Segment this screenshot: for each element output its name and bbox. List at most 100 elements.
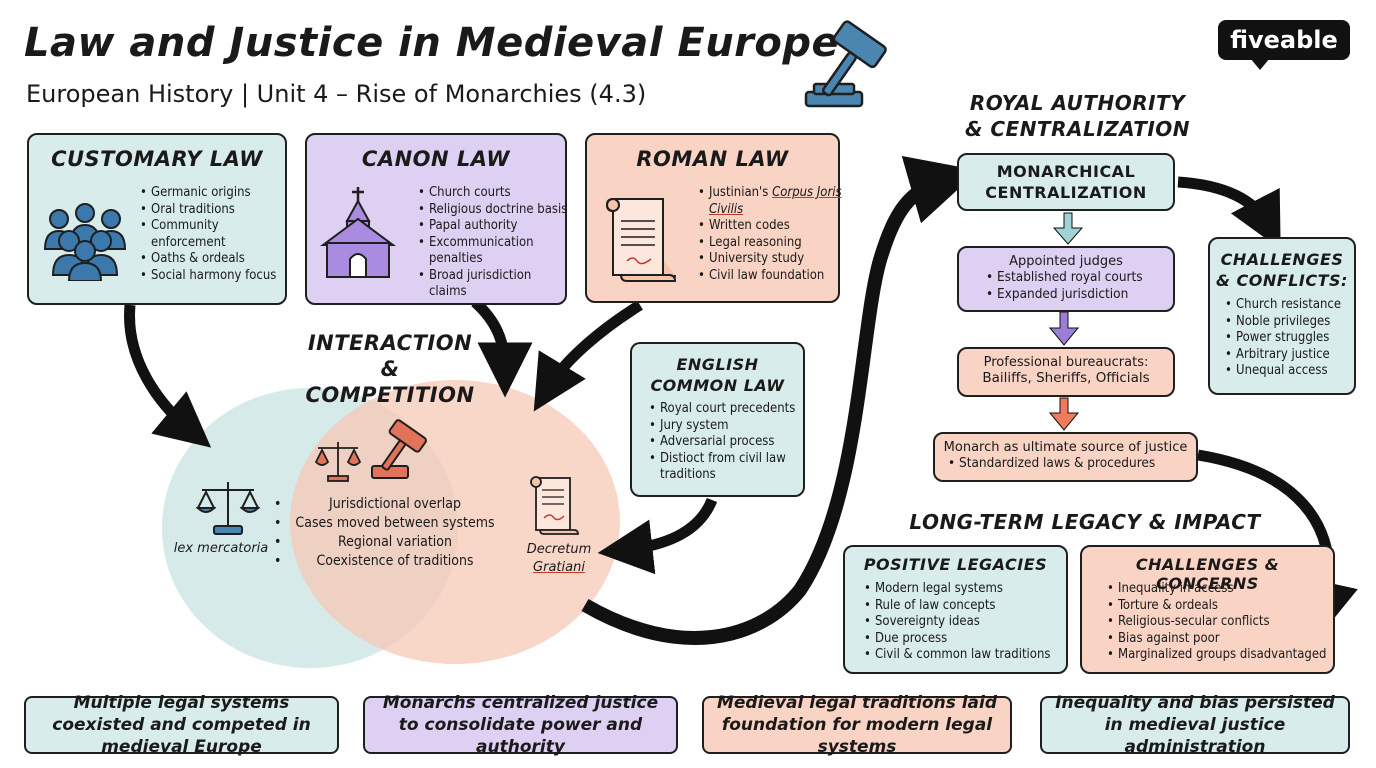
gavel-icon xyxy=(804,20,887,108)
canon-law-title: Canon Law xyxy=(361,147,511,171)
list-item: Jury system xyxy=(649,418,815,435)
list-item: Legal reasoning xyxy=(698,235,849,252)
list-item: Torture & ordeals xyxy=(1107,598,1348,615)
challenges-title-line2: & Conflicts: xyxy=(1216,271,1348,290)
monarchical-centralization-box: Monarchical Centralization xyxy=(957,153,1175,211)
step2-line1: Professional bureaucrats: xyxy=(983,355,1149,370)
list-item: Inequality in access xyxy=(1107,581,1348,598)
list-item: Noble privileges xyxy=(1225,314,1368,331)
positive-legacies-box: Positive Legacies Modern legal systems R… xyxy=(843,545,1068,674)
arrow-down-purple xyxy=(1048,311,1080,346)
list-item: Expanded jurisdiction xyxy=(986,286,1173,303)
arrow-roman-to-venn xyxy=(533,300,643,412)
english-common-law-title: English Common Law xyxy=(632,354,803,396)
roman-item-prefix: Justinian's xyxy=(709,185,773,200)
list-item: Community enforcement xyxy=(140,218,231,251)
interaction-title-line2: Competition xyxy=(305,383,475,407)
scroll-icon-right xyxy=(530,476,579,535)
list-item: Due process xyxy=(864,631,1080,648)
church-icon xyxy=(319,187,397,278)
list-item: Sovereignty ideas xyxy=(864,614,1080,631)
list-item: Coexistence of traditions xyxy=(274,552,505,571)
english-common-law-box: English Common Law Royal court precedent… xyxy=(630,342,805,497)
english-title-line1: English xyxy=(676,355,759,374)
list-item: Papal authority xyxy=(418,218,579,235)
list-item: Modern legal systems xyxy=(864,581,1080,598)
venn-right-label: Decretum Gratiani xyxy=(514,541,604,577)
list-item: Religious doctrine basis xyxy=(418,202,579,219)
arrow-canon-to-venn xyxy=(471,297,533,398)
list-item: Broad jurisdiction claims xyxy=(418,268,554,301)
canon-law-list: Church courts Religious doctrine basis P… xyxy=(415,185,579,301)
centralization-title: Monarchical Centralization xyxy=(959,161,1173,203)
interaction-list: Jurisdictional overlap Cases moved betwe… xyxy=(274,495,505,571)
list-item: Distioct from civil law traditions xyxy=(649,451,815,484)
interaction-title-line1: Interaction & xyxy=(307,331,473,381)
concerns-list: Inequality in access Torture & ordeals R… xyxy=(1104,581,1348,664)
customary-law-title: Customary Law xyxy=(51,147,263,171)
arrow-down-salmon xyxy=(1048,397,1080,431)
list-item: Written codes xyxy=(698,218,849,235)
community-icon xyxy=(43,203,127,281)
arrow-english-to-venn xyxy=(597,497,718,575)
scales-icon-left xyxy=(196,482,260,535)
list-item: Social harmony focus xyxy=(140,268,301,285)
list-item: Civil law foundation xyxy=(698,268,849,285)
positive-title: Positive Legacies xyxy=(863,555,1048,574)
footer-note-4: Inequality and bias persisted in medieva… xyxy=(1040,693,1350,757)
customary-law-list: Germanic origins Oral traditions Communi… xyxy=(137,185,301,284)
gavel-icon-center xyxy=(371,419,427,479)
list-item: Adversarial process xyxy=(649,434,815,451)
footer-note-1: Multiple legal systems coexisted and com… xyxy=(24,693,339,757)
list-item: Bias against poor xyxy=(1107,631,1348,648)
list-item: Unequal access xyxy=(1225,363,1368,380)
step1-head: Appointed judges xyxy=(1009,254,1123,269)
venn-right-label-line1: Decretum xyxy=(526,542,592,557)
step3-head: Monarch as ultimate source of justice xyxy=(943,440,1188,455)
step2-line2: Bailiffs, Sheriffs, Officials xyxy=(982,370,1150,386)
page-subtitle: European History | Unit 4 – Rise of Mona… xyxy=(26,80,647,108)
roman-law-list: Justinian's Corpus Joris Civilis Written… xyxy=(695,185,849,284)
arrow-central-to-challenges xyxy=(1177,176,1281,250)
english-common-law-list: Royal court precedents Jury system Adver… xyxy=(646,401,815,484)
bureaucrats-box: Professional bureaucrats: Bailiffs, Sher… xyxy=(957,347,1175,397)
interaction-title: Interaction & Competition xyxy=(295,330,485,408)
central-line2: Centralization xyxy=(985,183,1147,202)
arrow-down-teal xyxy=(1052,212,1084,245)
legacy-title: Long-Term Legacy & Impact xyxy=(909,510,1261,534)
list-item: Power struggles xyxy=(1225,330,1368,347)
list-item: Cases moved between systems xyxy=(274,514,505,533)
list-item: Marginalized groups disadvantaged xyxy=(1107,647,1348,664)
list-item: Excommunication penalties xyxy=(418,235,549,268)
royal-title-line2: & Centralization xyxy=(964,117,1191,141)
customary-law-box: Customary Law Germanic origins Oral trad… xyxy=(27,133,287,305)
appointed-judges-box: Appointed judges Established royal court… xyxy=(957,246,1175,312)
step1-list: Established royal courts Expanded jurisd… xyxy=(959,269,1173,302)
challenges-conflicts-box: Challenges & Conflicts: Church resistanc… xyxy=(1208,237,1356,395)
list-item: Royal court precedents xyxy=(649,401,815,418)
list-item: Justinian's Corpus Joris Civilis xyxy=(698,185,849,218)
list-item: Church courts xyxy=(418,185,579,202)
challenges-concerns-box: Challenges & Concerns Inequality in acce… xyxy=(1080,545,1335,674)
central-line1: Monarchical xyxy=(996,162,1136,181)
monarch-justice-box: Monarch as ultimate source of justice St… xyxy=(933,432,1198,482)
list-item: University study xyxy=(698,251,849,268)
venn-right-label-line2: Gratiani xyxy=(533,560,585,575)
list-item: Established royal courts xyxy=(986,269,1173,286)
english-title-line2: Common Law xyxy=(650,376,785,395)
list-item: Regional variation xyxy=(274,533,505,552)
page-title: Law and Justice in Medieval Europe xyxy=(24,20,840,66)
fiveable-logo: fiveable xyxy=(1218,20,1350,60)
challenges-title-line1: Challenges xyxy=(1220,250,1344,269)
challenges-list: Church resistance Noble privileges Power… xyxy=(1222,297,1368,380)
venn-left-label: lex mercatoria xyxy=(173,541,269,556)
list-item: Church resistance xyxy=(1225,297,1368,314)
roman-item-em: Corpus Joris Civilis xyxy=(709,185,842,217)
list-item: Religious-secular conflicts xyxy=(1107,614,1348,631)
list-item: Civil & common law traditions xyxy=(864,647,1080,664)
footer-note-3: Medieval legal traditions laid foundatio… xyxy=(702,693,1012,757)
list-item: Germanic origins xyxy=(140,185,301,202)
scales-icon-center xyxy=(314,442,362,482)
positive-list: Modern legal systems Rule of law concept… xyxy=(861,581,1080,664)
logo-text: fiveable xyxy=(1230,26,1338,54)
